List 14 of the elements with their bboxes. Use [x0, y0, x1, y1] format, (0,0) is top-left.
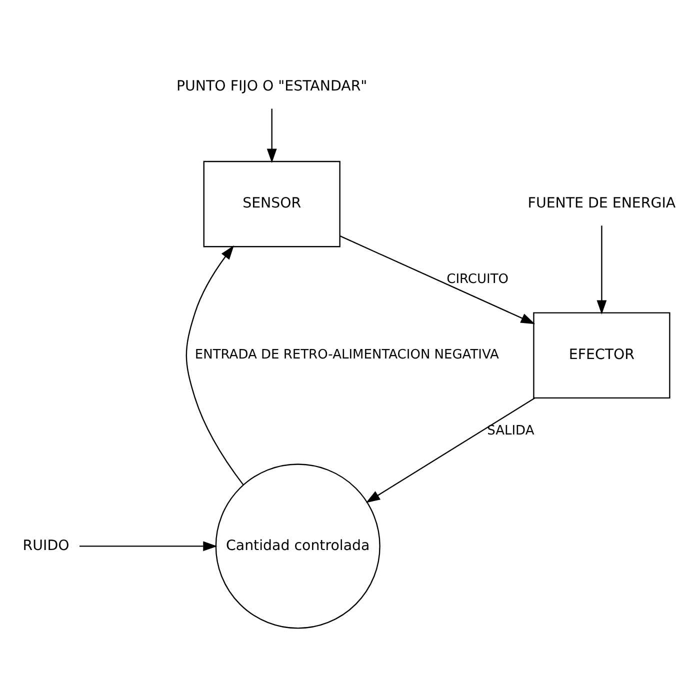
edge-label: CIRCUITO	[446, 272, 509, 287]
node-text: RUIDO	[22, 537, 70, 554]
edge-label: ENTRADA DE RETRO-ALIMENTACION NEGATIVA	[194, 347, 499, 362]
arrow	[366, 397, 535, 502]
edge-label: SALIDA	[487, 422, 534, 438]
node-text: FUENTE DE ENERGIA	[528, 195, 676, 212]
arrow	[80, 540, 218, 551]
node-box: EFECTOR	[533, 312, 670, 398]
arrow	[596, 225, 607, 314]
node-text: PUNTO FIJO O "ESTANDAR"	[176, 78, 368, 94]
arrow	[186, 244, 244, 485]
node-box: SENSOR	[203, 160, 340, 247]
arrow	[340, 235, 536, 324]
arrow	[266, 108, 277, 162]
